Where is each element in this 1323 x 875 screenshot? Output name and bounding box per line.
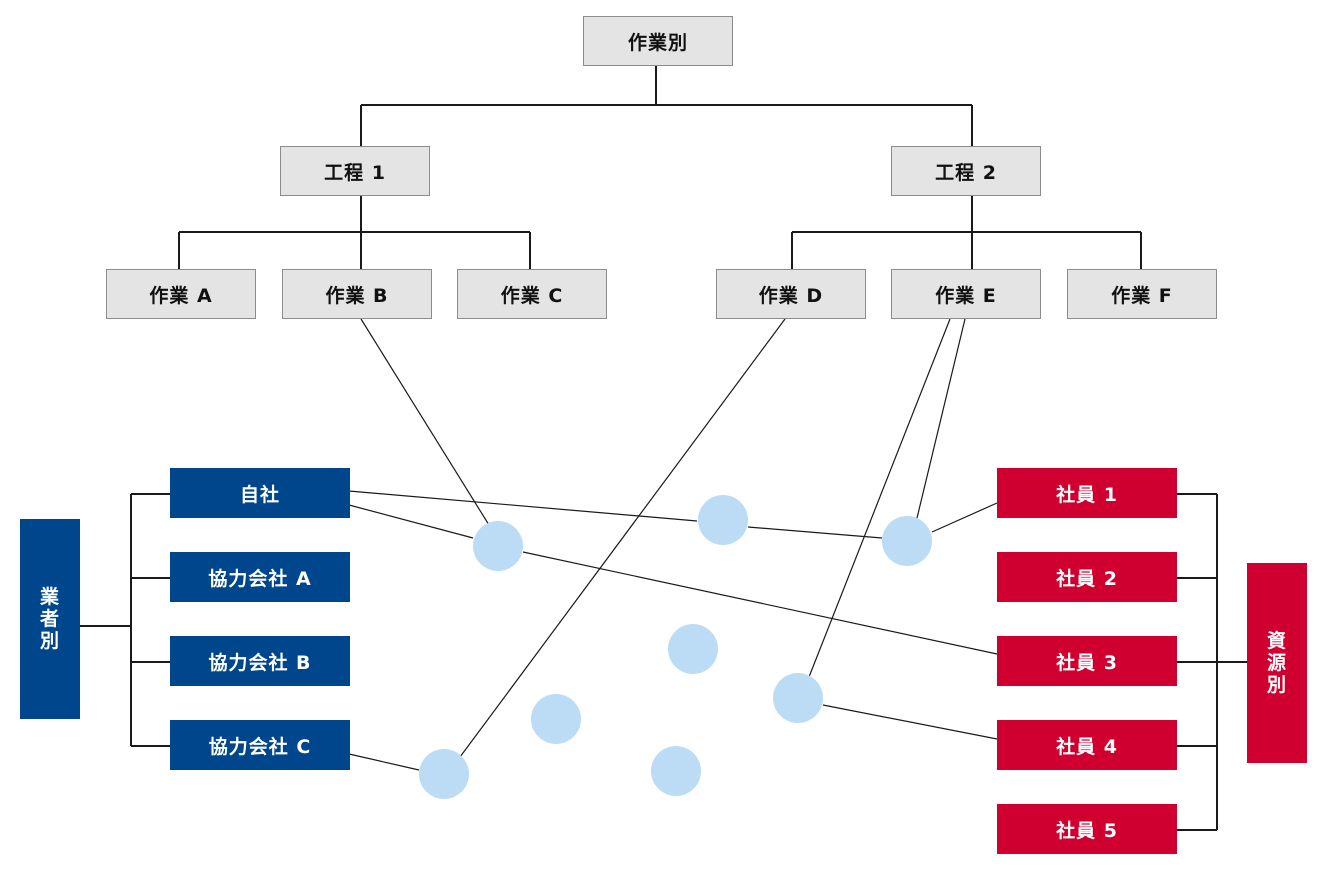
vendor-box-jisha[interactable]: 自社 (170, 468, 350, 518)
process-box-1[interactable]: 工程 1 (280, 146, 430, 196)
vendor-box-partner-c[interactable]: 協力会社 C (170, 720, 350, 770)
link-taskD-node8 (459, 318, 786, 758)
process-box-2[interactable]: 工程 2 (891, 146, 1041, 196)
assignment-node-1[interactable] (473, 521, 523, 571)
link-vendorC-node8 (348, 753, 420, 771)
assignment-node-3[interactable] (882, 516, 932, 566)
resource-box-emp5[interactable]: 社員 5 (997, 804, 1177, 854)
link-node2-node3 (747, 526, 883, 539)
link-node1-emp3 (522, 551, 998, 655)
task-box-a[interactable]: 作業 A (106, 269, 256, 319)
task-box-e[interactable]: 作業 E (891, 269, 1041, 319)
assignment-node-7[interactable] (419, 749, 469, 799)
resource-category-label[interactable]: 資源別 (1247, 563, 1307, 763)
link-node3-emp1 (931, 502, 998, 533)
link-taskE-node7 (808, 318, 951, 678)
assignment-node-8[interactable] (651, 746, 701, 796)
resource-box-emp3[interactable]: 社員 3 (997, 636, 1177, 686)
assignment-node-2[interactable] (698, 495, 748, 545)
tree-line-resource (1177, 493, 1247, 831)
task-box-c[interactable]: 作業 C (457, 269, 607, 319)
link-jisha-node2 (348, 490, 698, 522)
resource-box-emp2[interactable]: 社員 2 (997, 552, 1177, 602)
vendor-category-text: 業者別 (40, 586, 61, 652)
assignment-node-6[interactable] (773, 673, 823, 723)
link-taskB-node1 (360, 318, 490, 526)
assignment-node-4[interactable] (668, 624, 718, 674)
tree-line-root (360, 65, 973, 146)
tree-line-process-2 (791, 195, 1142, 270)
vendor-box-partner-b[interactable]: 協力会社 B (170, 636, 350, 686)
vendor-box-partner-a[interactable]: 協力会社 A (170, 552, 350, 602)
resource-box-emp4[interactable]: 社員 4 (997, 720, 1177, 770)
tree-line-vendor (80, 493, 170, 747)
task-box-b[interactable]: 作業 B (282, 269, 432, 319)
tree-line-process-1 (178, 195, 531, 270)
vendor-category-label[interactable]: 業者別 (20, 519, 80, 719)
task-box-d[interactable]: 作業 D (716, 269, 866, 319)
assignment-node-5[interactable] (531, 694, 581, 744)
link-taskE-node3a (916, 318, 966, 519)
link-jisha-node1 (348, 504, 474, 539)
link-node7-emp4 (822, 704, 998, 740)
resource-box-emp1[interactable]: 社員 1 (997, 468, 1177, 518)
resource-category-text: 資源別 (1267, 630, 1288, 696)
root-box-work[interactable]: 作業別 (583, 16, 733, 66)
task-box-f[interactable]: 作業 F (1067, 269, 1217, 319)
